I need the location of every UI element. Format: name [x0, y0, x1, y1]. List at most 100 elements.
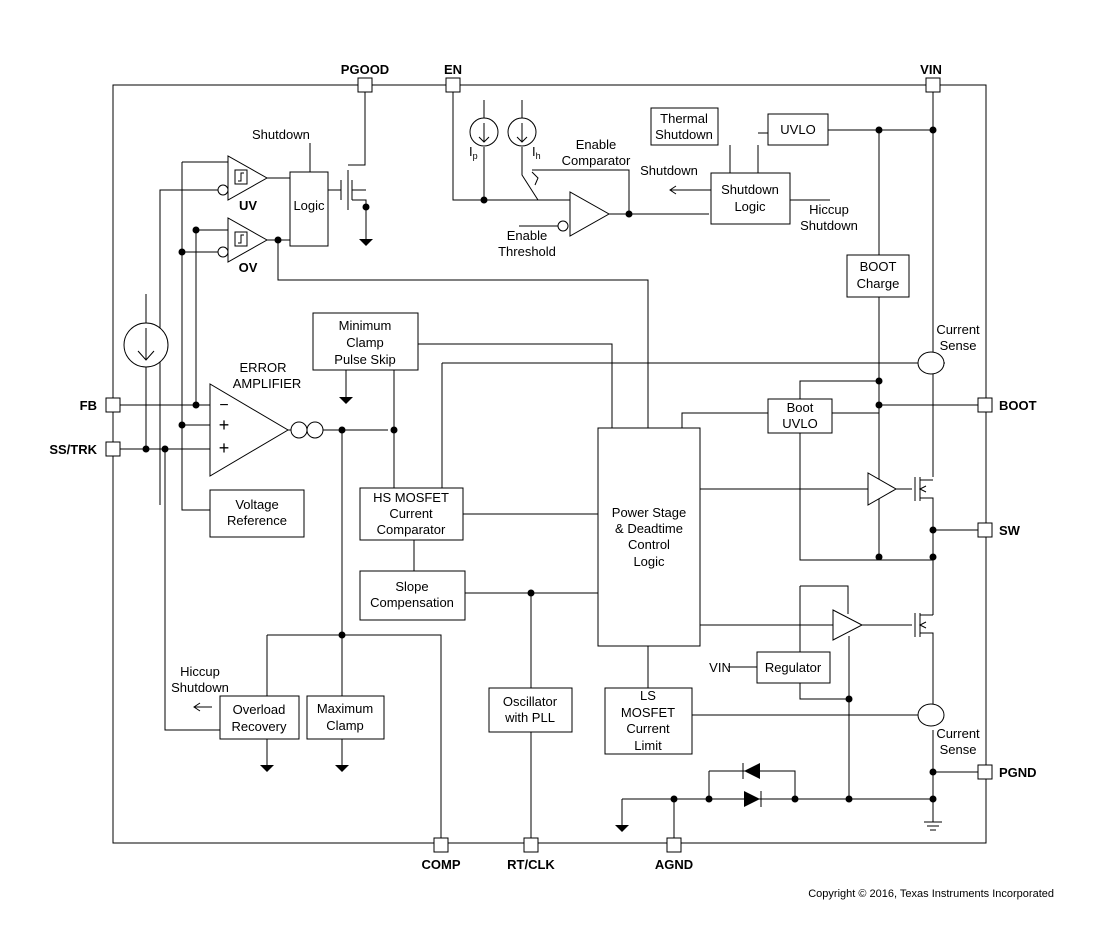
boot-charge-block: [846, 254, 910, 298]
pin-squares: [105, 77, 993, 853]
hs-comp-label-2: Current: [389, 506, 433, 521]
overload-label-1: Overload: [233, 702, 286, 717]
sw-pin: [977, 522, 993, 538]
rt-clk-label: RT/CLK: [507, 857, 555, 872]
diode-lower: [744, 791, 762, 807]
min-clamp-label-3: Pulse Skip: [334, 352, 395, 367]
osc-label-2: with PLL: [504, 710, 555, 725]
comp-pin: [433, 837, 449, 853]
shutdown-logic-label-1: Shutdown: [721, 182, 779, 197]
slope-compensation-block: [359, 570, 466, 621]
enable-threshold-label-1: Enable: [507, 228, 547, 243]
pgnd-label: PGND: [999, 765, 1037, 780]
overload-label-2: Recovery: [232, 719, 287, 734]
boot-pin: [977, 397, 993, 413]
ih-label: Ih: [532, 144, 541, 161]
boot-uvlo-block: [767, 398, 833, 434]
voltage-reference-block: [209, 489, 305, 538]
power-stage-label-4: Logic: [633, 554, 665, 569]
hs-current-comparator-block: [359, 487, 464, 541]
power-stage-block: [597, 427, 701, 647]
min-clamp-label-1: Minimum: [339, 318, 392, 333]
hiccup-shutdown-in-label-1: Hiccup: [809, 202, 849, 217]
boot-label: BOOT: [999, 398, 1037, 413]
ls-limit-label-2: MOSFET: [621, 705, 675, 720]
ov-label: OV: [239, 260, 258, 275]
power-stage-label-2: & Deadtime: [615, 521, 683, 536]
error-amp-plus-1: +: [219, 415, 230, 435]
slope-label-2: Compensation: [370, 595, 454, 610]
vin-label: VIN: [920, 62, 942, 77]
comp-label: COMP: [422, 857, 461, 872]
copyright: Copyright © 2016, Texas Instruments Inco…: [808, 888, 1054, 900]
shutdown-logic-label-2: Logic: [734, 199, 766, 214]
oscillator-block: [488, 687, 573, 733]
hs-comp-label-3: Comparator: [377, 522, 446, 537]
hs-comp-label-1: HS MOSFET: [373, 490, 449, 505]
enable-threshold-label-2: Threshold: [498, 244, 556, 259]
shutdown-out-label: Shutdown: [640, 163, 698, 178]
en-label: EN: [444, 62, 462, 77]
fb-label: FB: [80, 398, 97, 413]
hiccup-shutdown-out-label-2: Shutdown: [171, 680, 229, 695]
thermal-shutdown-block: [650, 107, 719, 146]
error-amp-minus: −: [219, 397, 228, 414]
enable-comparator-label-2: Comparator: [562, 153, 631, 168]
voltage-ref-label-2: Reference: [227, 513, 287, 528]
ov-comparator: [217, 217, 269, 263]
vin-pin: [925, 77, 941, 93]
ss-trk-pin: [105, 441, 121, 457]
thermal-shutdown-label-2: Shutdown: [655, 127, 713, 142]
regulator-label: Regulator: [765, 660, 822, 675]
error-amplifier: [209, 383, 324, 477]
error-amp-label-1: ERROR: [240, 360, 287, 375]
uv-comparator: [217, 155, 269, 201]
rt-clk-pin: [523, 837, 539, 853]
boot-uvlo-label-1: Boot: [787, 400, 814, 415]
pgnd-pin: [977, 764, 993, 780]
max-clamp-label-1: Maximum: [317, 701, 373, 716]
current-sense-top: [917, 351, 945, 375]
ip-current-source: [469, 117, 499, 147]
fb-pin: [105, 397, 121, 413]
boot-charge-label-1: BOOT: [860, 259, 897, 274]
ls-current-limit-block: [604, 687, 693, 755]
current-sense-top-label-1: Current: [936, 322, 980, 337]
agnd-label: AGND: [655, 857, 693, 872]
pgood-pin: [357, 77, 373, 93]
en-pin: [445, 77, 461, 93]
voltage-ref-label-1: Voltage: [235, 497, 278, 512]
boot-charge-label-2: Charge: [857, 276, 900, 291]
power-stage-label-3: Control: [628, 537, 670, 552]
current-sense-top-label-2: Sense: [940, 338, 977, 353]
pgood-label: PGOOD: [341, 62, 389, 77]
ss-current-source: [123, 294, 169, 368]
uv-label: UV: [239, 198, 257, 213]
shutdown-logic-block: [710, 172, 791, 225]
vin-reg-label: VIN: [709, 660, 731, 675]
diode-upper: [742, 763, 760, 779]
chip-outline: [112, 84, 987, 844]
shutdown-top-label: Shutdown: [252, 127, 310, 142]
hiccup-shutdown-in-label-2: Shutdown: [800, 218, 858, 233]
overload-recovery-block: [219, 695, 300, 740]
ip-label: Ip: [469, 144, 478, 161]
ls-limit-label-4: Limit: [634, 738, 662, 753]
error-amp-plus-2: +: [219, 438, 230, 458]
hiccup-shutdown-out-label-1: Hiccup: [180, 664, 220, 679]
ss-trk-label: SS/TRK: [49, 442, 97, 457]
current-sense-bottom-label-1: Current: [936, 726, 980, 741]
min-clamp-label-2: Clamp: [346, 335, 384, 350]
maximum-clamp-block: [306, 695, 385, 740]
max-clamp-label-2: Clamp: [326, 718, 364, 733]
error-amp-label-2: AMPLIFIER: [233, 376, 302, 391]
slope-label-1: Slope: [395, 579, 428, 594]
ls-limit-label-3: Current: [626, 721, 670, 736]
ground-arrows: [260, 239, 942, 832]
agnd-pin: [666, 837, 682, 853]
ls-driver: [832, 609, 864, 641]
boot-uvlo-label-2: UVLO: [782, 416, 817, 431]
thermal-shutdown-label-1: Thermal: [660, 111, 708, 126]
min-clamp-block: [312, 312, 419, 371]
